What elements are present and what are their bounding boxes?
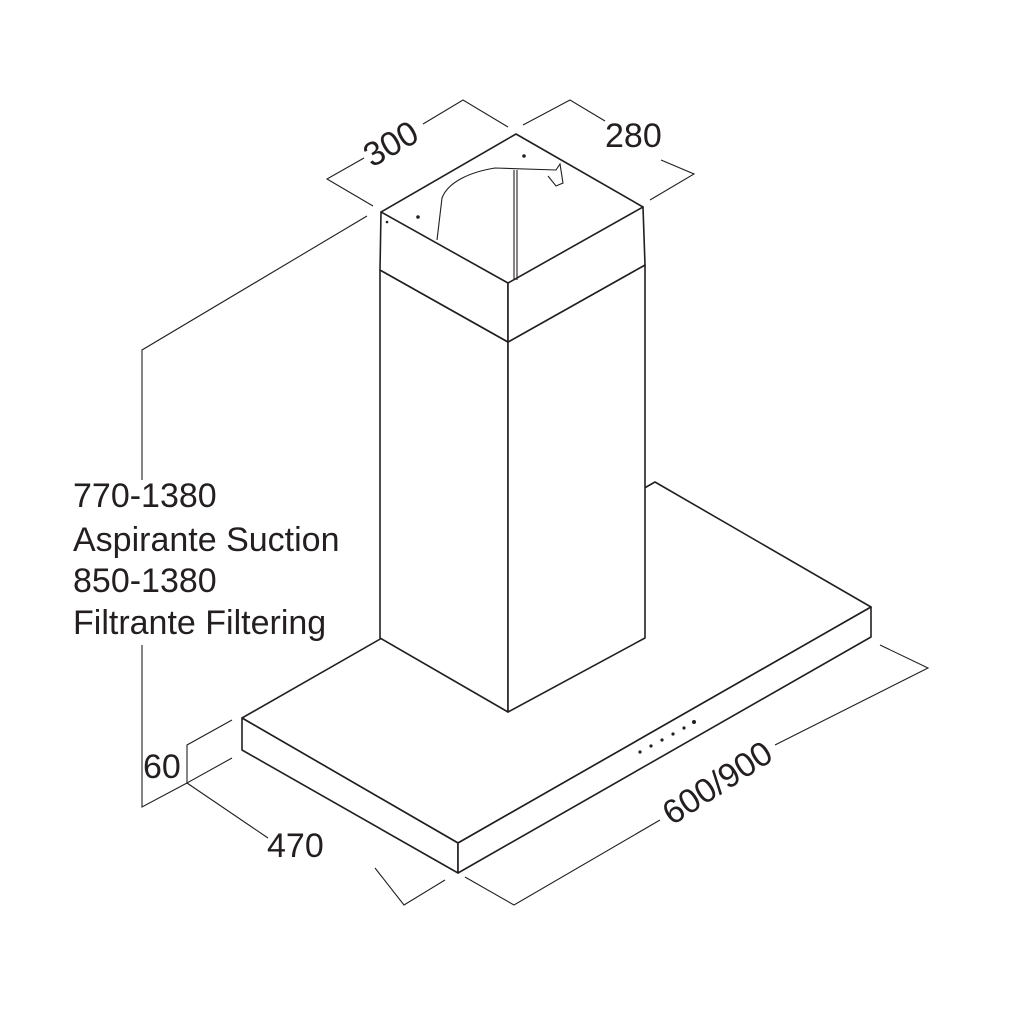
dim-280-line-left bbox=[522, 99, 606, 126]
dim-height-line-top bbox=[141, 215, 368, 480]
button-dot[interactable] bbox=[671, 732, 675, 736]
dim-470-line-right bbox=[374, 867, 446, 906]
height-label-4: Filtrante Filtering bbox=[73, 604, 326, 642]
dim-depth-label: 470 bbox=[267, 827, 324, 865]
dim-470-line-left bbox=[186, 782, 269, 839]
dim-top-width-label: 300 bbox=[357, 114, 425, 175]
control-buttons bbox=[638, 720, 696, 754]
button-dot[interactable] bbox=[638, 750, 642, 754]
button-dot[interactable] bbox=[682, 726, 686, 730]
dim-thickness-label: 60 bbox=[143, 748, 181, 786]
button-dot[interactable] bbox=[660, 738, 664, 742]
canopy-front-right bbox=[457, 606, 872, 874]
dim-height-line-bottom bbox=[141, 645, 188, 808]
chimney bbox=[379, 133, 646, 713]
mounting-bracket bbox=[436, 162, 564, 241]
dim-600-line-right bbox=[774, 644, 930, 746]
height-label-2: Aspirante Suction bbox=[73, 521, 340, 559]
dim-top-depth-label: 280 bbox=[605, 117, 662, 155]
upper-chimney-top-edge bbox=[380, 133, 644, 213]
button-dot[interactable] bbox=[649, 744, 653, 748]
dim-60-line bbox=[186, 719, 233, 784]
dim-280-line-right bbox=[649, 159, 696, 201]
dim-300-line-right bbox=[422, 99, 509, 128]
height-label-3: 850-1380 bbox=[73, 562, 217, 600]
height-label-1: 770-1380 bbox=[73, 477, 217, 515]
chimney-right-face bbox=[507, 264, 646, 713]
button-dot[interactable] bbox=[692, 720, 696, 724]
chimney-left-face bbox=[379, 269, 509, 713]
dim-300-line-left bbox=[325, 157, 374, 207]
upper-chimney-right bbox=[507, 206, 646, 343]
dimension-lines bbox=[141, 99, 930, 906]
dim-600-line-left bbox=[464, 819, 661, 906]
